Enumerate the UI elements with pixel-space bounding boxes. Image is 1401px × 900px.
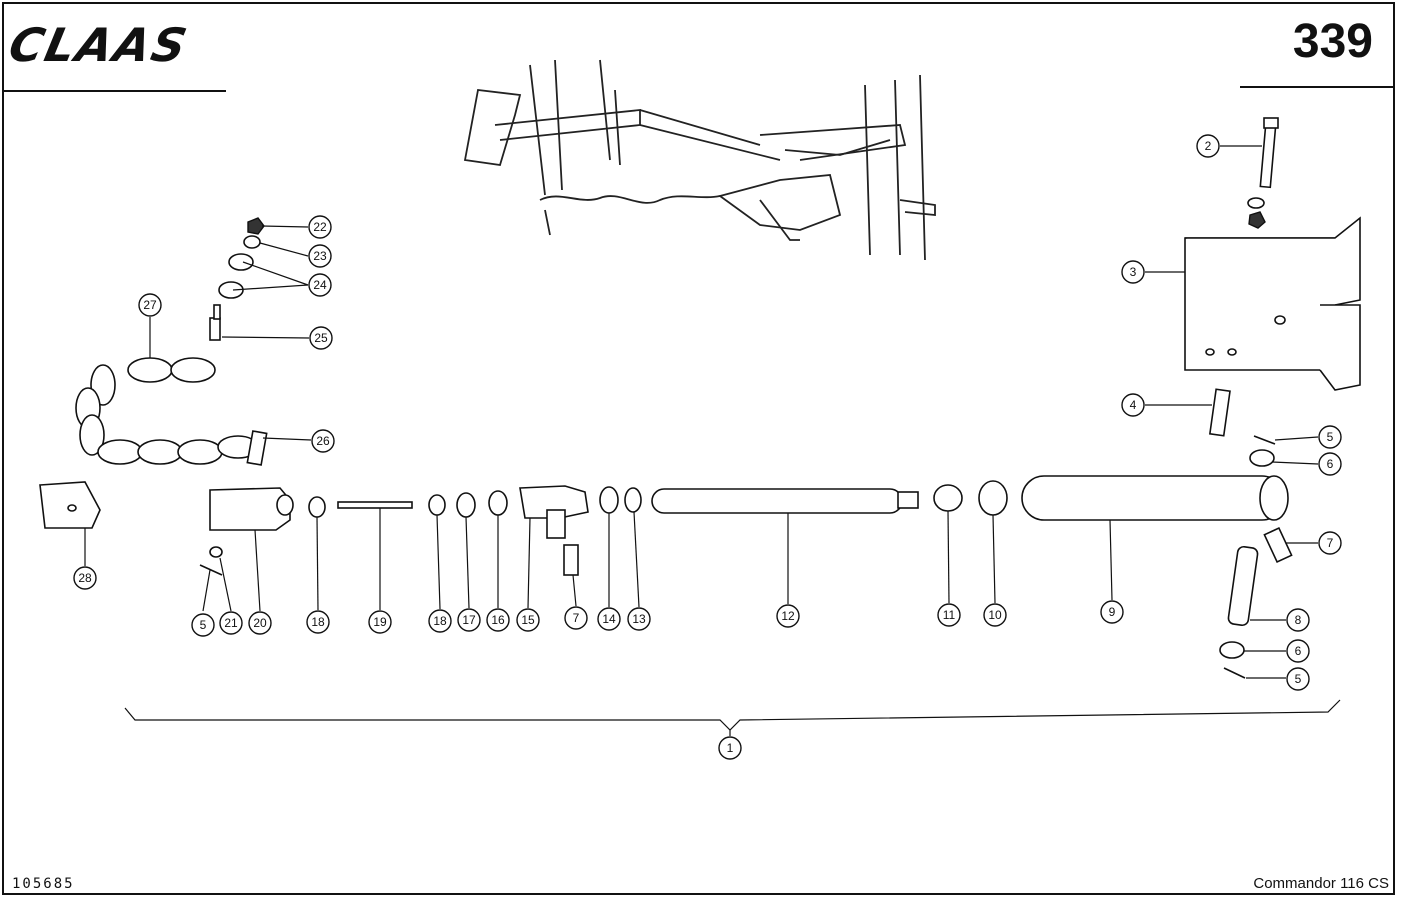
- callout-15: 15: [516, 608, 540, 632]
- callout-13: 13: [627, 607, 651, 631]
- callout-17: 17: [457, 608, 481, 632]
- callout-27: 27: [138, 293, 162, 317]
- page-number: 339: [1292, 15, 1373, 68]
- bolt-2: [1247, 117, 1279, 229]
- callout-18-right: 18: [428, 609, 452, 633]
- svg-text:24: 24: [313, 278, 327, 292]
- callout-7-center: 7: [564, 606, 588, 630]
- callout-14: 14: [597, 607, 621, 631]
- logo-underline: [4, 90, 226, 92]
- svg-text:8: 8: [1295, 613, 1302, 627]
- clevis-20: [199, 487, 294, 576]
- svg-text:17: 17: [462, 613, 476, 627]
- svg-text:6: 6: [1327, 457, 1334, 471]
- svg-text:7: 7: [573, 611, 580, 625]
- svg-text:11: 11: [943, 608, 956, 622]
- svg-text:2: 2: [1205, 139, 1212, 153]
- svg-text:6: 6: [1295, 644, 1302, 658]
- svg-text:10: 10: [988, 608, 1002, 622]
- bolt-25: [209, 304, 221, 341]
- callout-19: 19: [368, 610, 392, 634]
- pin-4: [1208, 388, 1231, 437]
- callout-3: 3: [1121, 260, 1145, 284]
- callout-8: 8: [1286, 608, 1310, 632]
- svg-text:13: 13: [632, 612, 646, 626]
- callout-4: 4: [1121, 393, 1145, 417]
- callout-5-right-top: 5: [1318, 425, 1342, 449]
- callout-20: 20: [248, 611, 272, 635]
- callout-18-left: 18: [306, 610, 330, 634]
- svg-text:23: 23: [313, 249, 327, 263]
- document-number: 105685: [12, 876, 75, 892]
- callout-12: 12: [776, 604, 800, 628]
- svg-text:16: 16: [491, 613, 505, 627]
- grease-nipple-7: [1263, 526, 1293, 564]
- svg-text:5: 5: [1295, 672, 1302, 686]
- chain-assembly: [75, 357, 259, 465]
- svg-text:3: 3: [1130, 265, 1137, 279]
- svg-text:5: 5: [1327, 430, 1334, 444]
- callout-21: 21: [219, 611, 243, 635]
- svg-text:9: 9: [1109, 605, 1116, 619]
- pin-8: [1227, 545, 1259, 627]
- assembly-bracket: [124, 699, 1341, 731]
- callout-10: 10: [983, 603, 1007, 627]
- svg-text:27: 27: [143, 298, 157, 312]
- pin-26: [246, 430, 268, 466]
- callout-5-right-bottom: 5: [1286, 667, 1310, 691]
- callout-23: 23: [308, 244, 332, 268]
- washers-5-6: [1219, 435, 1276, 679]
- svg-text:25: 25: [314, 331, 328, 345]
- model-name: Commandor 116 CS: [1253, 875, 1389, 892]
- overview-sketch: [463, 59, 936, 261]
- svg-text:15: 15: [521, 613, 535, 627]
- callout-1: 1: [718, 736, 742, 760]
- callout-9: 9: [1100, 600, 1124, 624]
- callout-5-left: 5: [191, 613, 215, 637]
- callout-16: 16: [486, 608, 510, 632]
- callout-6-top: 6: [1318, 452, 1342, 476]
- housing-3: [1184, 216, 1361, 391]
- callout-28: 28: [73, 566, 97, 590]
- svg-text:18: 18: [433, 614, 447, 628]
- svg-text:14: 14: [602, 612, 616, 626]
- svg-text:19: 19: [373, 615, 387, 629]
- shaft-assembly: [308, 475, 1289, 576]
- svg-text:12: 12: [781, 609, 795, 623]
- svg-text:18: 18: [311, 615, 325, 629]
- page-number-underline: [1240, 86, 1394, 88]
- svg-text:21: 21: [224, 616, 238, 630]
- svg-text:20: 20: [253, 616, 267, 630]
- callout-2: 2: [1196, 134, 1220, 158]
- callout-25: 25: [309, 326, 333, 350]
- svg-text:5: 5: [200, 618, 207, 632]
- callout-26: 26: [311, 429, 335, 453]
- callout-7-right: 7: [1318, 531, 1342, 555]
- svg-text:1: 1: [727, 741, 734, 755]
- callout-24: 24: [308, 273, 332, 297]
- callout-11: 11: [937, 603, 961, 627]
- washers-23-24: [218, 217, 265, 299]
- svg-text:26: 26: [316, 434, 330, 448]
- leader-lines: [84, 145, 1319, 736]
- svg-text:4: 4: [1130, 398, 1137, 412]
- svg-text:28: 28: [78, 571, 92, 585]
- plate-28: [39, 481, 101, 529]
- svg-text:22: 22: [313, 220, 327, 234]
- callout-6-bottom: 6: [1286, 639, 1310, 663]
- svg-text:7: 7: [1327, 536, 1334, 550]
- callout-22: 22: [308, 215, 332, 239]
